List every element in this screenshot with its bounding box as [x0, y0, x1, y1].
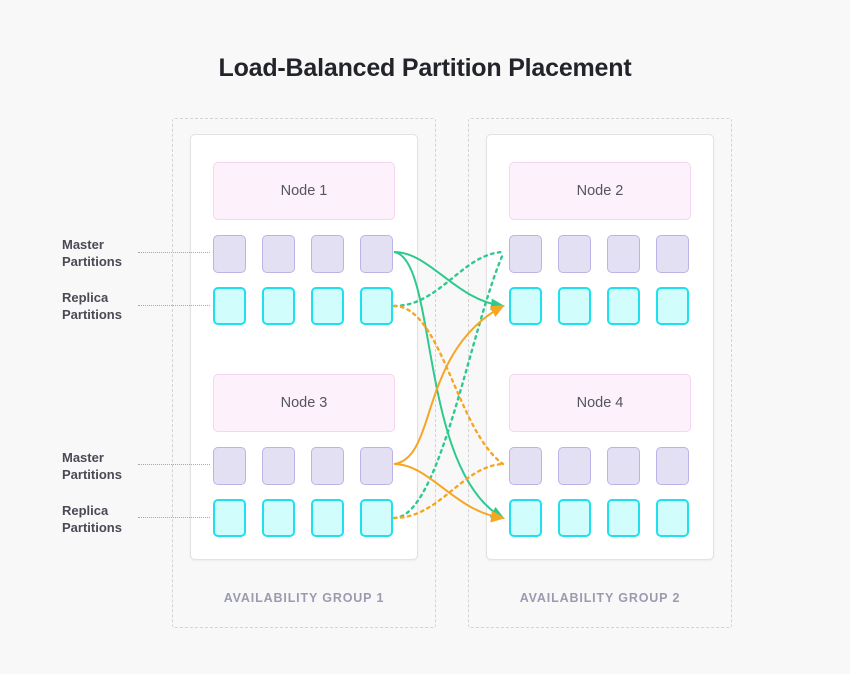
- partition-master-node1-0[interactable]: [213, 235, 246, 273]
- partition-replica-node2-0[interactable]: [509, 287, 542, 325]
- page-title: Load-Balanced Partition Placement: [218, 54, 632, 82]
- partition-replica-node4-2[interactable]: [607, 499, 640, 537]
- partition-master-node4-1[interactable]: [558, 447, 591, 485]
- node-box-node1[interactable]: Node 1: [213, 162, 395, 220]
- node-label: Node 4: [576, 395, 624, 411]
- partition-master-node2-3[interactable]: [656, 235, 689, 273]
- partition-master-node3-3[interactable]: [360, 447, 393, 485]
- partition-master-node1-3[interactable]: [360, 235, 393, 273]
- partition-replica-node2-2[interactable]: [607, 287, 640, 325]
- availability-group-1-label: AVAILABILITY GROUP 1: [223, 591, 385, 605]
- partition-replica-node4-0[interactable]: [509, 499, 542, 537]
- partition-replica-node1-0[interactable]: [213, 287, 246, 325]
- node-label: Node 3: [280, 395, 328, 411]
- partition-master-node2-2[interactable]: [607, 235, 640, 273]
- partition-replica-node3-1[interactable]: [262, 499, 295, 537]
- node-box-node3[interactable]: Node 3: [213, 374, 395, 432]
- partition-master-node2-1[interactable]: [558, 235, 591, 273]
- partition-replica-node2-3[interactable]: [656, 287, 689, 325]
- partition-replica-node4-3[interactable]: [656, 499, 689, 537]
- annotation-line2: Partitions: [62, 467, 122, 482]
- partition-replica-node2-1[interactable]: [558, 287, 591, 325]
- partition-replica-node1-1[interactable]: [262, 287, 295, 325]
- leader-line-master-top: [138, 252, 210, 253]
- annotation-line1: Replica: [62, 290, 109, 305]
- availability-group-2-label: AVAILABILITY GROUP 2: [519, 591, 681, 605]
- leader-line-replica-bottom: [138, 517, 210, 518]
- partition-replica-node3-3[interactable]: [360, 499, 393, 537]
- partition-master-node3-1[interactable]: [262, 447, 295, 485]
- leader-line-replica-top: [138, 305, 210, 306]
- partition-master-node3-0[interactable]: [213, 447, 246, 485]
- annotation-line2: Partitions: [62, 520, 122, 535]
- partition-master-node1-2[interactable]: [311, 235, 344, 273]
- annotation-line2: Partitions: [62, 307, 122, 322]
- annotation-line1: Master: [62, 237, 104, 252]
- leader-line-master-bottom: [138, 464, 210, 465]
- partition-replica-node3-2[interactable]: [311, 499, 344, 537]
- annotation-master-partitions-top: Master Partitions: [62, 236, 182, 270]
- annotation-line2: Partitions: [62, 254, 122, 269]
- node-box-node2[interactable]: Node 2: [509, 162, 691, 220]
- partition-replica-node3-0[interactable]: [213, 499, 246, 537]
- annotation-master-partitions-bottom: Master Partitions: [62, 449, 182, 483]
- annotation-replica-partitions-bottom: Replica Partitions: [62, 502, 182, 536]
- node-label: Node 2: [576, 183, 624, 199]
- node-box-node4[interactable]: Node 4: [509, 374, 691, 432]
- partition-master-node4-3[interactable]: [656, 447, 689, 485]
- node-label: Node 1: [280, 183, 328, 199]
- partition-master-node1-1[interactable]: [262, 235, 295, 273]
- partition-master-node4-2[interactable]: [607, 447, 640, 485]
- annotation-replica-partitions-top: Replica Partitions: [62, 289, 182, 323]
- partition-replica-node4-1[interactable]: [558, 499, 591, 537]
- partition-master-node2-0[interactable]: [509, 235, 542, 273]
- annotation-line1: Master: [62, 450, 104, 465]
- partition-master-node4-0[interactable]: [509, 447, 542, 485]
- annotation-line1: Replica: [62, 503, 109, 518]
- partition-replica-node1-3[interactable]: [360, 287, 393, 325]
- partition-master-node3-2[interactable]: [311, 447, 344, 485]
- partition-replica-node1-2[interactable]: [311, 287, 344, 325]
